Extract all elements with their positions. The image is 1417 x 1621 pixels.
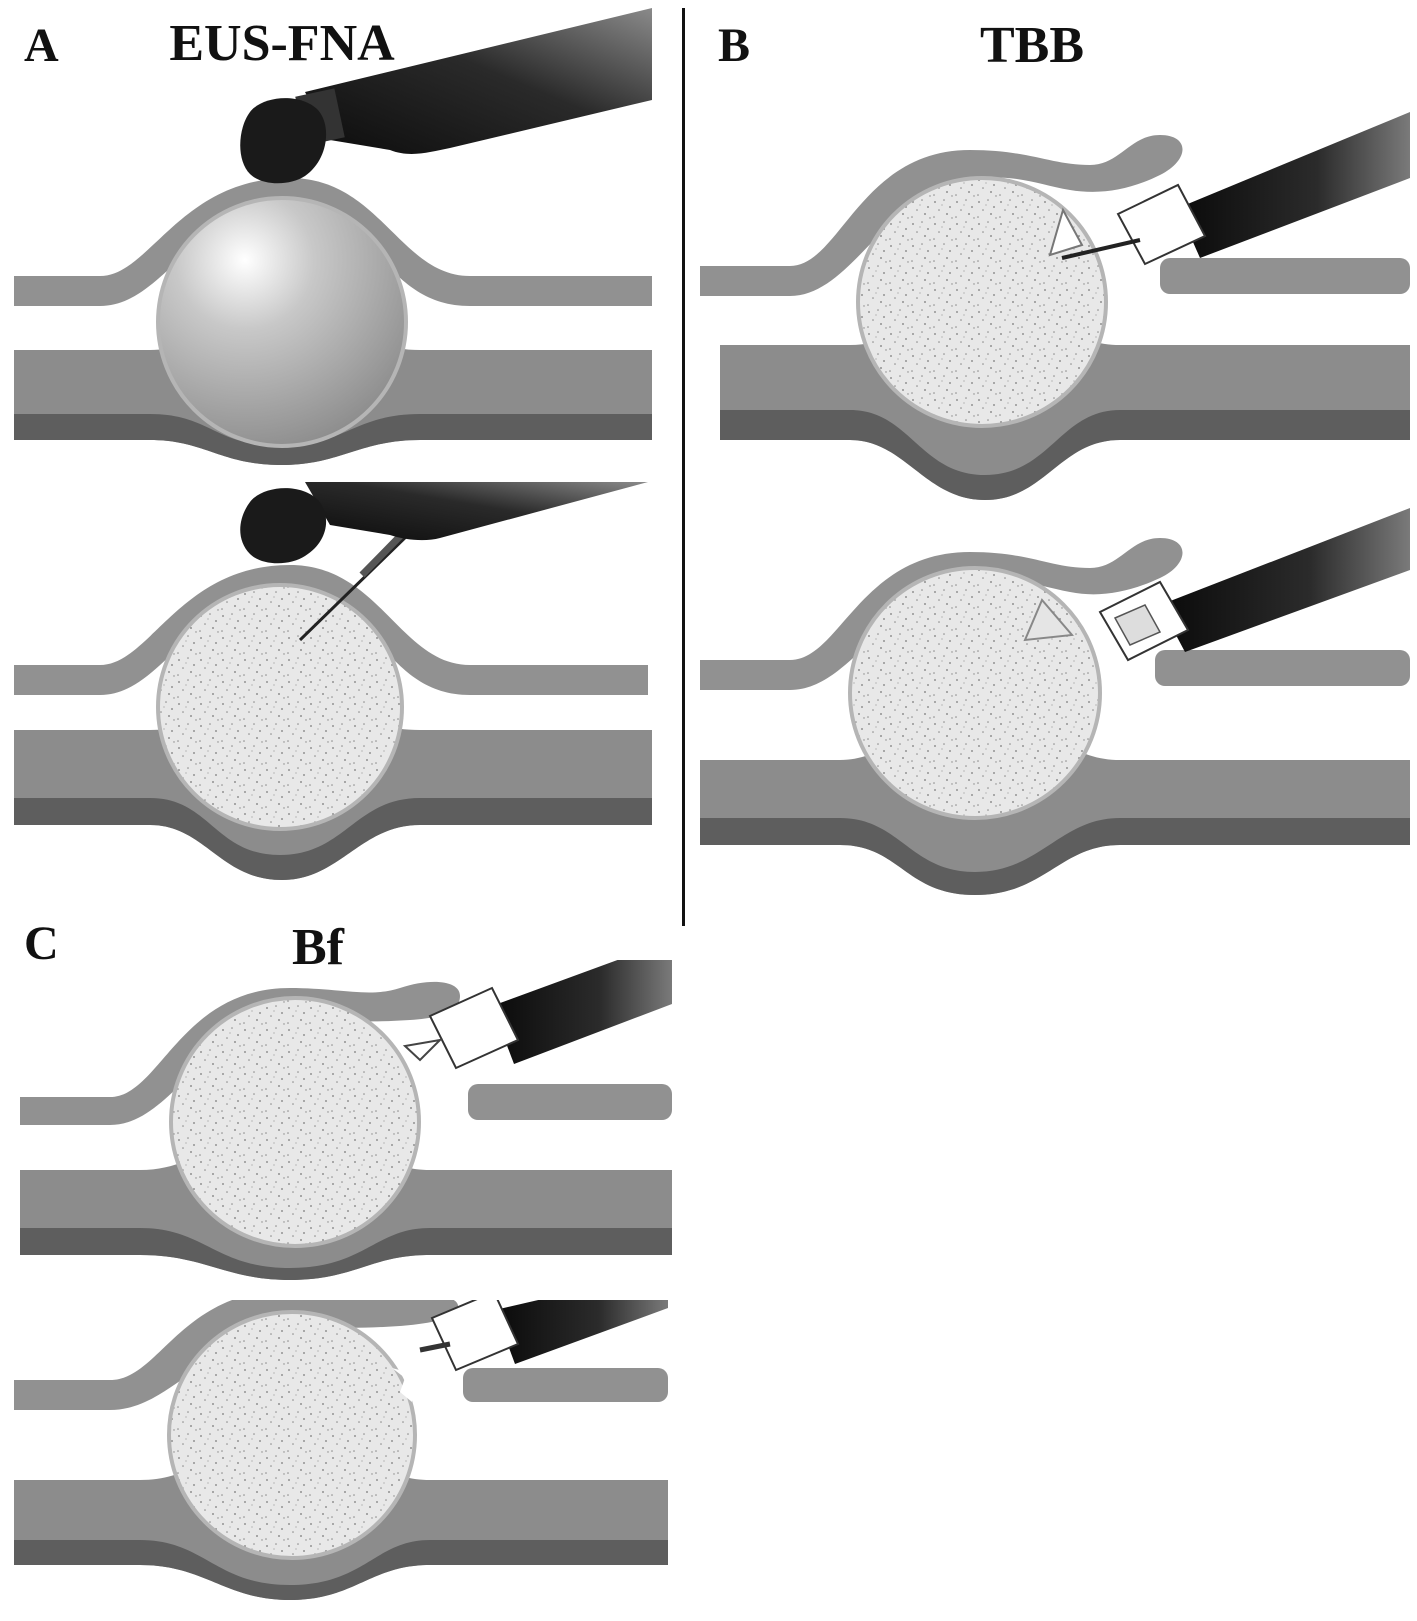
biopsy-forceps <box>1098 508 1410 662</box>
bite-defect <box>392 1368 414 1402</box>
tumor-stippled <box>167 1310 417 1560</box>
tumor-sphere <box>156 196 408 448</box>
panel-divider <box>682 8 685 926</box>
mucosa-upper-layer <box>700 538 1183 690</box>
mucosa-flap <box>1155 650 1410 686</box>
eus-probe <box>240 8 652 184</box>
biopsy-forceps <box>1061 112 1410 266</box>
mucosa-flap <box>1160 258 1410 294</box>
panel-b-top-scene <box>700 112 1410 500</box>
bite-forceps <box>402 960 672 1070</box>
tumor-stippled <box>856 176 1108 428</box>
biopsy-cut <box>1048 207 1084 257</box>
panel-a-bottom-scene <box>14 482 652 880</box>
panel-c-top-scene <box>20 960 672 1280</box>
biopsy-defect <box>1023 598 1074 642</box>
panel-a-title: EUS-FNA <box>169 15 395 72</box>
mucosa-flap <box>468 1084 672 1120</box>
eus-probe <box>240 482 648 564</box>
tumor-stippled <box>156 583 404 831</box>
tumor-stippled <box>169 996 421 1248</box>
panel-a-top-scene <box>14 8 652 465</box>
mucosa-flap <box>463 1368 668 1402</box>
panel-c-bottom-scene <box>14 1300 668 1600</box>
panel-b-title: TBB <box>979 17 1085 74</box>
tumor-stippled <box>848 566 1102 820</box>
mucosa-upper-layer <box>700 135 1183 296</box>
panel-c-letter: C <box>24 917 59 970</box>
bite-forceps <box>419 1300 668 1372</box>
panel-b-bottom-scene <box>700 508 1410 895</box>
panel-a-letter: A <box>24 19 59 72</box>
panel-b-letter: B <box>718 19 751 72</box>
mucosa-upper-layer <box>14 178 652 306</box>
mucosa-upper-layer <box>14 565 648 695</box>
panel-c-title: Bf <box>292 919 344 976</box>
